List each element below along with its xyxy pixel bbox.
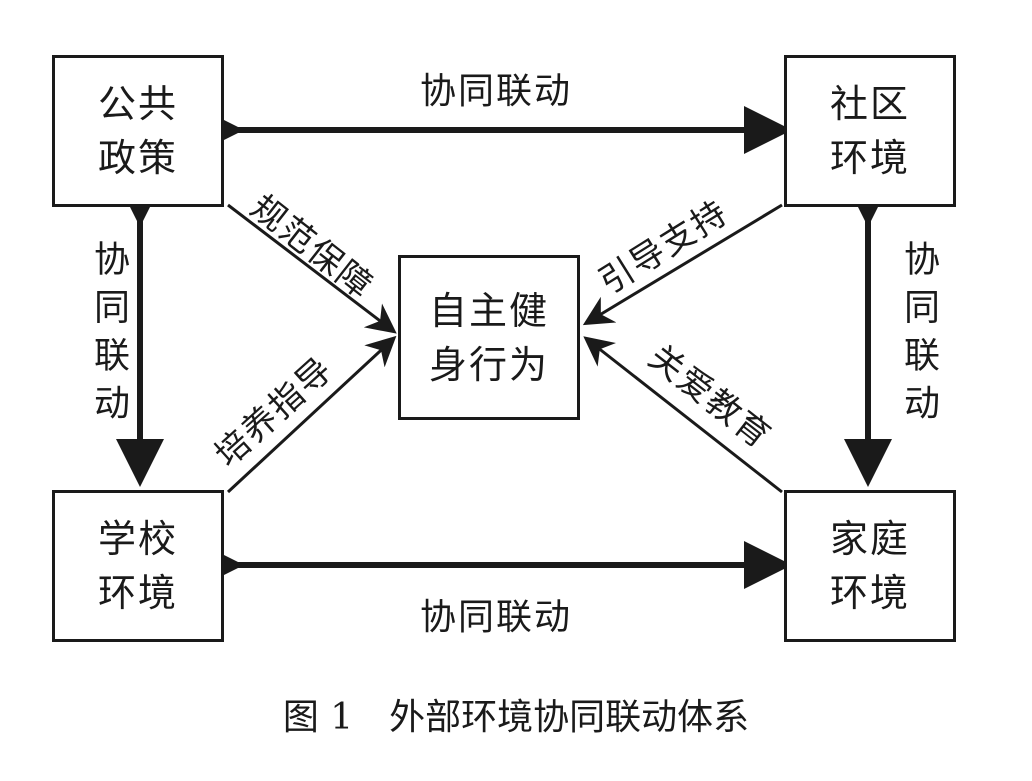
- family-environment-box: 家庭 环境: [784, 490, 956, 642]
- bottom-edge-label: 协同联动: [420, 597, 573, 638]
- public-policy-line2: 政策: [97, 136, 178, 180]
- family-line2: 环境: [829, 571, 910, 615]
- school-to-center-arrow: [226, 335, 397, 494]
- right-edge-label: 协同联动: [898, 240, 939, 432]
- school-line1: 学校: [97, 517, 178, 561]
- family-line1: 家庭: [829, 517, 910, 561]
- public-policy-line1: 公共: [97, 82, 178, 126]
- left-edge-label: 协同联动: [88, 240, 129, 432]
- policy-to-center-arrow: [227, 203, 397, 334]
- top-edge-label: 协同联动: [420, 71, 573, 112]
- family-to-center-arrow: [583, 336, 783, 494]
- school-environment-box: 学校 环境: [52, 490, 224, 642]
- school-line2: 环境: [97, 571, 178, 615]
- center-line2: 身行为: [428, 342, 549, 387]
- community-environment-box: 社区 环境: [784, 55, 956, 207]
- community-line2: 环境: [829, 136, 910, 180]
- public-policy-box: 公共 政策: [52, 55, 224, 207]
- self-fitness-behavior-box: 自主健 身行为: [398, 255, 580, 420]
- community-line1: 社区: [829, 82, 910, 126]
- community-to-center-arrow: [582, 203, 783, 326]
- figure-caption: 图 1 外部环境协同联动体系: [282, 697, 750, 738]
- center-line1: 自主健: [428, 288, 549, 333]
